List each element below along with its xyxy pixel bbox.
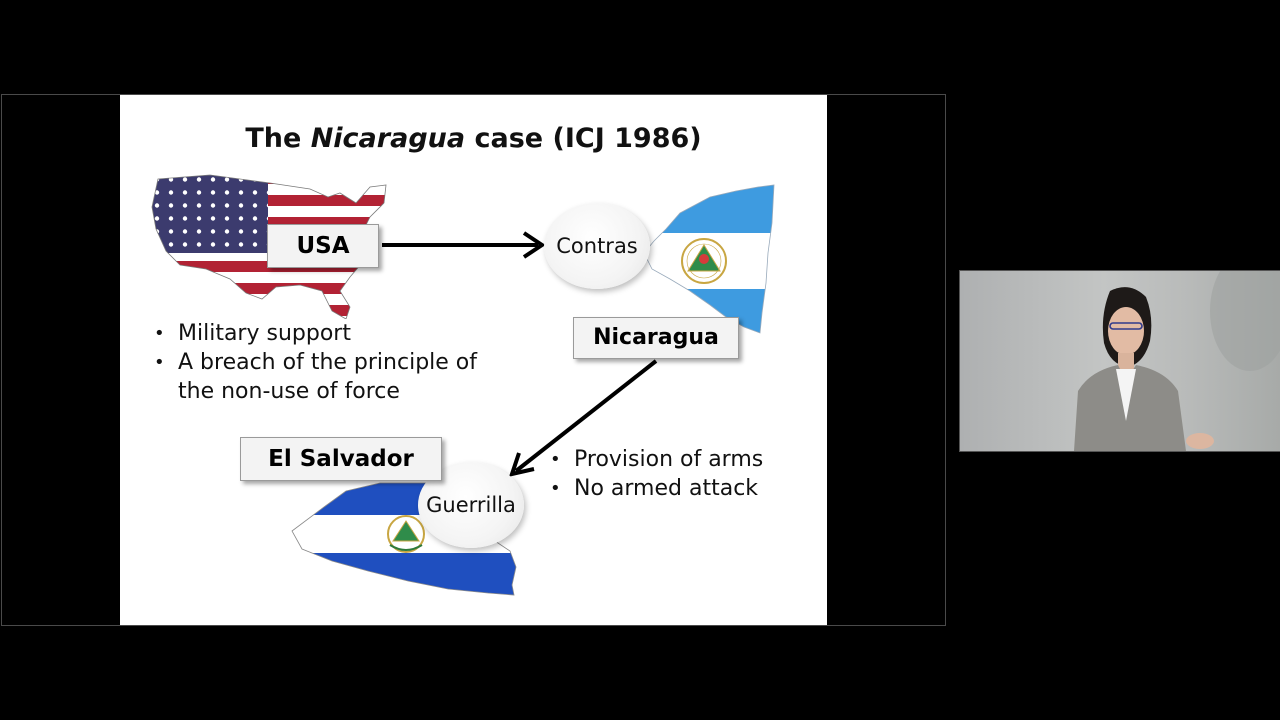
presenter-video — [959, 270, 1280, 452]
list-item: No armed attack — [546, 474, 806, 503]
list-item: Military support — [150, 319, 510, 348]
nicaragua-label: Nicaragua — [573, 317, 739, 359]
usa-label: USA — [267, 224, 379, 268]
list-item: A breach of the principle of the non-use… — [150, 348, 510, 406]
list-item: Provision of arms — [546, 445, 806, 474]
slide: The Nicaragua case (ICJ 1986) — [120, 95, 827, 625]
relation-arrows — [382, 231, 658, 477]
right-bullet-list: Provision of arms No armed attack — [546, 445, 806, 503]
left-bullet-list: Military support A breach of the princip… — [150, 319, 510, 406]
slide-title: The Nicaragua case (ICJ 1986) — [245, 123, 702, 154]
contras-label: Contras — [544, 203, 650, 289]
el-salvador-label: El Salvador — [240, 437, 442, 481]
nicaragua-flag-map-icon — [643, 184, 775, 334]
presenter-silhouette — [1074, 271, 1280, 451]
